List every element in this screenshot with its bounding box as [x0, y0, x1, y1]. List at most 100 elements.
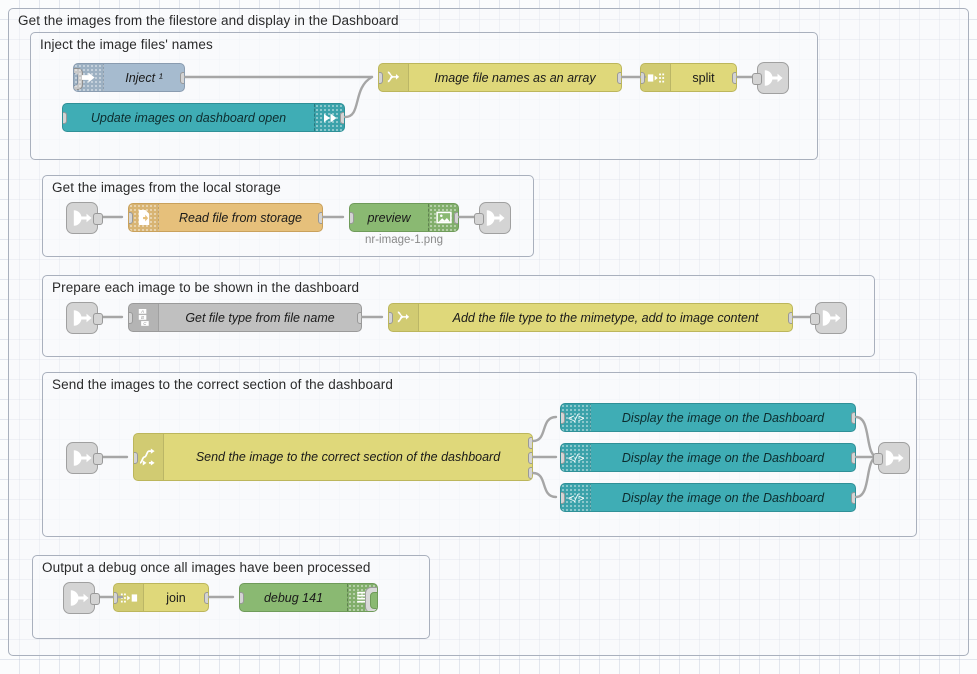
image-preview-icon [428, 204, 458, 231]
input-port[interactable] [641, 72, 645, 84]
output-port[interactable] [93, 453, 103, 465]
link-in-icon [73, 450, 92, 466]
svg-text:B: B [141, 315, 144, 320]
switch-icon [134, 434, 164, 480]
node-label: Read file from storage [179, 210, 302, 225]
output-port[interactable] [454, 212, 458, 224]
input-port[interactable] [561, 412, 565, 424]
group-label: Get the images from the local storage [52, 180, 281, 195]
inject-arrow-icon [74, 64, 104, 91]
link-in-node-4[interactable] [66, 442, 103, 474]
input-port[interactable] [561, 492, 565, 504]
group-label: Get the images from the filestore and di… [18, 13, 399, 28]
input-port[interactable] [810, 313, 820, 325]
output-port[interactable] [318, 212, 322, 224]
output-port[interactable] [204, 592, 208, 604]
output-port[interactable] [732, 72, 736, 84]
input-port[interactable] [114, 592, 118, 604]
node-label: Image file names as an array [434, 70, 596, 85]
node-read-file[interactable]: Read file from storage [128, 203, 323, 232]
link-in-icon [73, 210, 92, 226]
node-label: Get file type from file name [185, 310, 335, 325]
node-add-mimetype[interactable]: Add the file type to the mimetype, add t… [388, 303, 793, 332]
link-out-node-4[interactable] [873, 442, 910, 474]
svg-text:</>: </> [567, 412, 584, 424]
group-label: Prepare each image to be shown in the da… [52, 280, 360, 295]
link-in-node-2[interactable] [66, 202, 103, 234]
output-port[interactable] [851, 412, 855, 424]
node-label: split [692, 70, 715, 85]
input-port[interactable] [379, 72, 383, 84]
output-port[interactable] [357, 312, 361, 324]
input-port[interactable] [134, 452, 138, 464]
svg-text:</>: </> [567, 492, 584, 504]
input-port[interactable] [129, 312, 133, 324]
group-label: Inject the image files' names [40, 37, 213, 52]
output-port[interactable] [340, 112, 344, 124]
code-template-icon: </> [561, 444, 591, 471]
code-template-icon: </> [561, 484, 591, 511]
link-out-icon [885, 450, 904, 466]
node-display-2[interactable]: </> Display the image on the Dashboard [560, 443, 856, 472]
output-port[interactable] [93, 213, 103, 225]
debug-enable-toggle[interactable] [365, 587, 377, 611]
input-port[interactable] [240, 592, 244, 604]
input-port[interactable] [350, 212, 354, 224]
split-icon [641, 64, 671, 91]
node-label: preview [367, 210, 411, 225]
group-label: Send the images to the correct section o… [52, 377, 393, 392]
link-in-node-3[interactable] [66, 302, 103, 334]
output-port[interactable] [90, 593, 100, 605]
group-inject[interactable]: Inject the image files' names [30, 32, 818, 160]
node-label: join [166, 590, 186, 605]
output-port-3[interactable] [528, 467, 532, 479]
node-display-1[interactable]: </> Display the image on the Dashboard [560, 403, 856, 432]
link-in-icon [70, 590, 89, 606]
node-label: debug 141 [263, 590, 324, 605]
link-out-node-3[interactable] [810, 302, 847, 334]
output-port[interactable] [93, 313, 103, 325]
node-display-3[interactable]: </> Display the image on the Dashboard [560, 483, 856, 512]
node-preview[interactable]: preview [349, 203, 459, 232]
output-port-2[interactable] [528, 452, 532, 464]
output-port[interactable] [788, 312, 792, 324]
node-debug[interactable]: debug 141 [239, 583, 378, 612]
link-in-node-5[interactable] [63, 582, 100, 614]
debug-toggle-indicator [370, 591, 377, 609]
input-port[interactable] [474, 213, 484, 225]
node-label: Display the image on the Dashboard [621, 410, 825, 425]
link-out-icon [822, 310, 841, 326]
node-get-file-type[interactable]: A B C Get file type from file name [128, 303, 362, 332]
node-update-images[interactable]: Update images on dashboard open [62, 103, 345, 132]
output-port[interactable] [617, 72, 621, 84]
join-icon [114, 584, 144, 611]
link-out-icon [486, 210, 505, 226]
input-port[interactable] [389, 312, 393, 324]
output-port[interactable] [851, 452, 855, 464]
node-split[interactable]: split [640, 63, 737, 92]
code-template-icon: </> [561, 404, 591, 431]
input-port[interactable] [873, 453, 883, 465]
svg-text:C: C [143, 321, 147, 326]
node-join[interactable]: join [113, 583, 209, 612]
output-port[interactable] [180, 72, 184, 84]
node-label: Add the file type to the mimetype, add t… [452, 310, 759, 325]
node-label: Inject ¹ [125, 70, 163, 85]
node-label: Display the image on the Dashboard [621, 490, 825, 505]
input-port[interactable] [561, 452, 565, 464]
node-label: Update images on dashboard open [90, 110, 287, 125]
node-image-file-names[interactable]: Image file names as an array [378, 63, 622, 92]
node-inject[interactable]: Inject ¹ [73, 63, 185, 92]
link-in-icon [73, 310, 92, 326]
input-port[interactable] [63, 112, 67, 124]
output-port-1[interactable] [528, 437, 532, 449]
group-label: Output a debug once all images have been… [42, 560, 371, 575]
link-out-node-2[interactable] [474, 202, 511, 234]
link-out-node-1[interactable] [752, 62, 789, 94]
node-label: Send the image to the correct section of… [195, 450, 501, 464]
output-port[interactable] [851, 492, 855, 504]
node-send-switch[interactable]: Send the image to the correct section of… [133, 433, 533, 481]
input-port[interactable] [752, 73, 762, 85]
input-port[interactable] [129, 212, 133, 224]
